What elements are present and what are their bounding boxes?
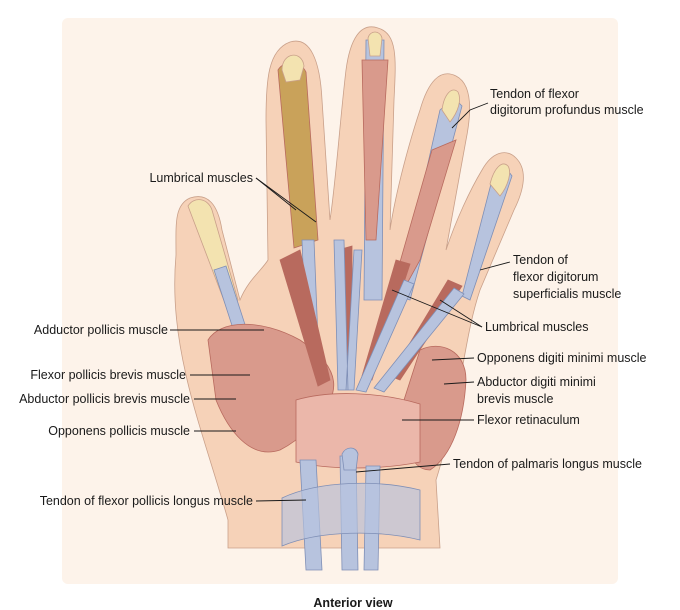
leader-lumbrical-right: [391, 289, 483, 328]
label-flexor-pollicis-brevis: Flexor pollicis brevis muscle: [30, 368, 186, 382]
label-lumbrical-right: Lumbrical muscles: [485, 320, 589, 334]
label-tendon-fds-line2: flexor digitorum: [513, 270, 598, 284]
middle-finger-muscle: [361, 59, 389, 241]
label-tendon-fpl: Tendon of flexor pollicis longus muscle: [40, 494, 253, 508]
label-adductor-pollicis: Adductor pollicis muscle: [34, 323, 168, 337]
label-abductor-pollicis-brevis: Abductor pollicis brevis muscle: [19, 392, 190, 406]
ring-finger-tip: [441, 89, 460, 123]
label-tendon-palmaris-longus: Tendon of palmaris longus muscle: [453, 457, 642, 471]
leader-abductor-digiti: [443, 381, 475, 385]
leader-lumbrical-top-2: [255, 177, 317, 223]
label-flexor-retinaculum: Flexor retinaculum: [477, 413, 580, 427]
index-finger-tip: [281, 54, 305, 83]
middle-finger-tip: [367, 31, 383, 57]
label-tendon-fdp-line2: digitorum profundus muscle: [490, 103, 644, 117]
palm-tendons: [333, 239, 465, 393]
leader-fpl: [255, 499, 307, 502]
label-opponens-digiti-minimi: Opponens digiti minimi muscle: [477, 351, 647, 365]
figure-caption: Anterior view: [313, 596, 392, 610]
label-abductor-digiti-minimi-line1: Abductor digiti minimi: [477, 375, 596, 389]
leader-lumbrical-right-2: [439, 299, 483, 328]
label-tendon-fds-line1: Tendon of: [513, 253, 568, 267]
label-lumbrical-top: Lumbrical muscles: [149, 171, 253, 185]
leader-palmaris-longus: [355, 463, 451, 473]
leader-tendon-fds: [479, 261, 511, 271]
wrist-band: [281, 482, 421, 547]
little-finger-tip: [489, 163, 510, 197]
palmaris-longus-tendon: [341, 447, 359, 471]
label-opponens-pollicis: Opponens pollicis muscle: [48, 424, 190, 438]
leader-lines: [170, 102, 511, 502]
label-tendon-fds-line3: superficialis muscle: [513, 287, 621, 301]
label-abductor-digiti-minimi-line2: brevis muscle: [477, 392, 553, 406]
leader-tendon-fdp: [451, 102, 489, 129]
leader-opponens-digiti: [431, 357, 475, 361]
flexor-retinaculum: [295, 393, 421, 469]
label-tendon-fdp-line1: Tendon of flexor: [490, 87, 579, 101]
